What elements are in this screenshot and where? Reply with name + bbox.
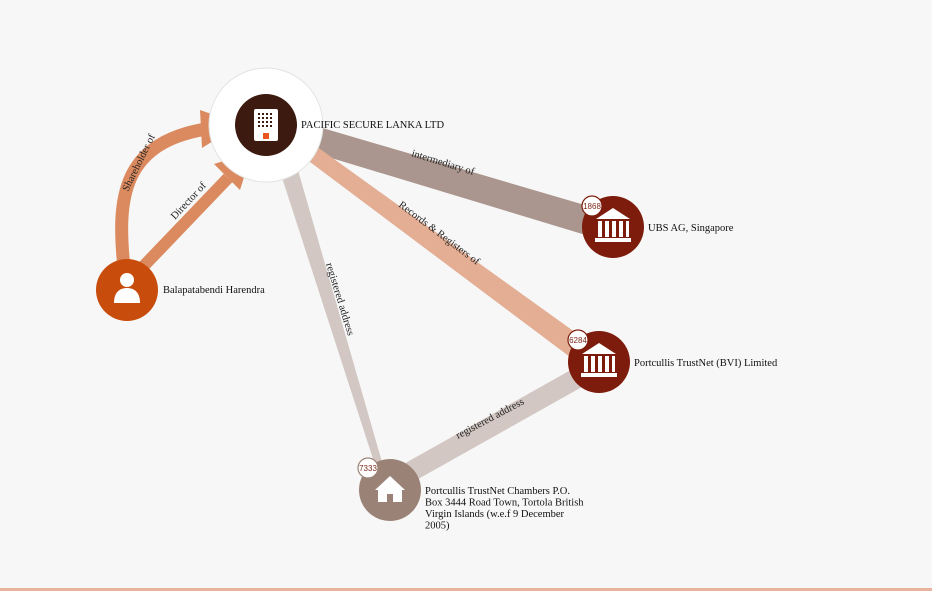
node-address-badge-text: 7333 xyxy=(359,464,377,473)
edges xyxy=(115,110,612,492)
edge-registered-address-company[interactable] xyxy=(265,125,382,462)
edge-records-registers-of[interactable] xyxy=(262,118,604,372)
edge-intermediary-of[interactable] xyxy=(268,112,612,243)
edge-registered-address-portcullis[interactable] xyxy=(386,358,598,492)
building-icon xyxy=(254,109,278,141)
node-address-label: Portcullis TrustNet Chambers P.O. Box 34… xyxy=(425,486,586,532)
node-person[interactable]: Balapatabendi Harendra xyxy=(96,259,265,321)
node-address-badge xyxy=(357,457,379,479)
node-portcullis-badge-text: 6284 xyxy=(569,336,587,345)
person-icon xyxy=(114,273,140,303)
address-line-1: Portcullis TrustNet Chambers P.O. xyxy=(425,486,570,497)
node-ubs-label: UBS AG, Singapore xyxy=(648,223,734,234)
node-ubs-badge xyxy=(581,195,603,217)
node-ubs[interactable]: 1868 UBS AG, Singapore xyxy=(581,195,734,258)
address-line-3: Virgin Islands (w.e.f 9 December xyxy=(425,509,565,520)
node-portcullis-badge xyxy=(567,329,589,351)
address-line-2: Box 3444 Road Town, Tortola British xyxy=(425,498,584,509)
edge-director-of[interactable] xyxy=(133,173,233,277)
node-address[interactable]: 7333 Portcullis TrustNet Chambers P.O. B… xyxy=(357,457,586,532)
house-icon xyxy=(375,476,405,502)
edge-label-shareholder: Shareholder of xyxy=(121,132,158,193)
node-company-label: PACIFIC SECURE LANKA LTD xyxy=(301,120,444,131)
node-ubs-badge-text: 1868 xyxy=(583,202,601,211)
address-line-4: 2005) xyxy=(425,521,450,532)
node-portcullis[interactable]: 6284 Portcullis TrustNet (BVI) Limited xyxy=(567,329,778,393)
bank-icon xyxy=(595,208,631,242)
bank-icon xyxy=(581,343,617,377)
node-company[interactable]: PACIFIC SECURE LANKA LTD xyxy=(208,67,444,183)
edge-shareholder-of[interactable] xyxy=(115,121,214,269)
node-person-label: Balapatabendi Harendra xyxy=(163,285,265,296)
bottom-border xyxy=(0,588,932,591)
node-portcullis-label: Portcullis TrustNet (BVI) Limited xyxy=(634,358,778,369)
